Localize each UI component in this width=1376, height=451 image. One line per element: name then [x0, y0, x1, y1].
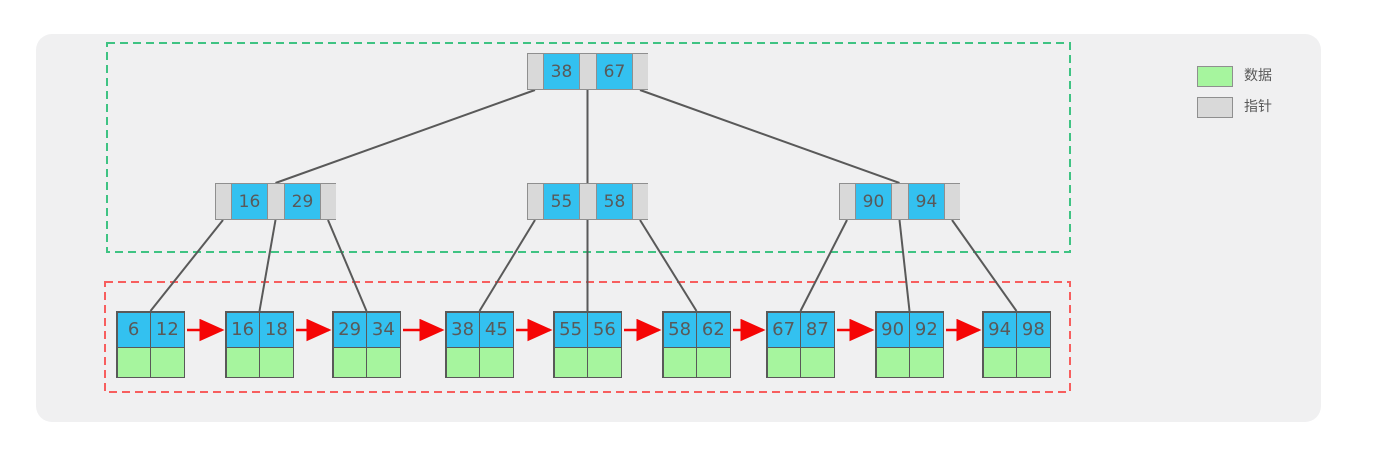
- data-cell: [876, 348, 909, 377]
- key-cell: 6: [117, 312, 150, 347]
- data-cell: [446, 348, 479, 377]
- key-cell: 34: [367, 312, 400, 347]
- key-cell: 58: [663, 312, 696, 347]
- key-cell: 67: [597, 54, 632, 89]
- key-cell: 29: [285, 184, 320, 219]
- data-cell: [554, 348, 587, 377]
- key-cell: 55: [554, 312, 587, 347]
- tree-edge: [639, 219, 698, 312]
- pointer-cell: [321, 184, 336, 219]
- data-cell: [910, 348, 943, 377]
- data-cell: [983, 348, 1016, 377]
- pointer-cell: [216, 184, 231, 219]
- data-cell: [117, 348, 150, 377]
- pointer-cell: [892, 184, 908, 219]
- legend-item-data: 数据: [1197, 66, 1272, 87]
- data-cell: [767, 348, 800, 377]
- key-cell: 94: [983, 312, 1016, 347]
- data-cell: [663, 348, 696, 377]
- pointer-cell: [268, 184, 284, 219]
- data-cell: [151, 348, 184, 377]
- root-node: 38 67: [527, 53, 648, 90]
- key-cell: 29: [333, 312, 366, 347]
- tree-edge: [799, 219, 848, 312]
- key-cell: 55: [544, 184, 579, 219]
- key-cell: 98: [1017, 312, 1050, 347]
- key-cell: 16: [232, 184, 267, 219]
- data-cell: [588, 348, 621, 377]
- key-cell: 94: [909, 184, 944, 219]
- pointer-cell: [580, 184, 596, 219]
- key-cell: 92: [910, 312, 943, 347]
- data-cell: [1017, 348, 1050, 377]
- key-cell: 45: [480, 312, 513, 347]
- data-cell: [260, 348, 293, 377]
- key-cell: 58: [597, 184, 632, 219]
- key-cell: 90: [856, 184, 891, 219]
- tree-edge: [275, 89, 536, 184]
- data-cell: [801, 348, 834, 377]
- data-cell: [333, 348, 366, 377]
- pointer-color-swatch: [1197, 97, 1233, 118]
- internal-node: 90 94: [839, 183, 960, 220]
- legend-label-pointer: 指针: [1244, 99, 1272, 115]
- key-cell: 62: [697, 312, 730, 347]
- pointer-cell: [580, 54, 596, 89]
- key-cell: 38: [544, 54, 579, 89]
- data-cell: [367, 348, 400, 377]
- tree-edge: [258, 219, 277, 312]
- data-color-swatch: [1197, 66, 1233, 87]
- tree-edge: [327, 219, 368, 312]
- data-cell: [226, 348, 259, 377]
- key-cell: 12: [151, 312, 184, 347]
- key-cell: 90: [876, 312, 909, 347]
- pointer-cell: [633, 54, 648, 89]
- pointer-cell: [528, 54, 543, 89]
- data-cell: [480, 348, 513, 377]
- tree-edge: [639, 89, 900, 184]
- pointer-cell: [945, 184, 960, 219]
- key-cell: 38: [446, 312, 479, 347]
- key-cell: 67: [767, 312, 800, 347]
- pointer-cell: [840, 184, 855, 219]
- legend-label-data: 数据: [1244, 68, 1272, 84]
- key-cell: 87: [801, 312, 834, 347]
- key-cell: 56: [588, 312, 621, 347]
- tree-edge: [951, 219, 1018, 312]
- key-cell: 16: [226, 312, 259, 347]
- tree-edge: [898, 219, 911, 312]
- internal-node: 55 58: [527, 183, 648, 220]
- pointer-cell: [633, 184, 648, 219]
- tree-edge: [149, 219, 224, 312]
- legend: 数据 指针: [1197, 66, 1272, 118]
- tree-edge: [478, 219, 536, 312]
- legend-item-pointer: 指针: [1197, 97, 1272, 118]
- data-cell: [697, 348, 730, 377]
- pointer-cell: [528, 184, 543, 219]
- key-cell: 18: [260, 312, 293, 347]
